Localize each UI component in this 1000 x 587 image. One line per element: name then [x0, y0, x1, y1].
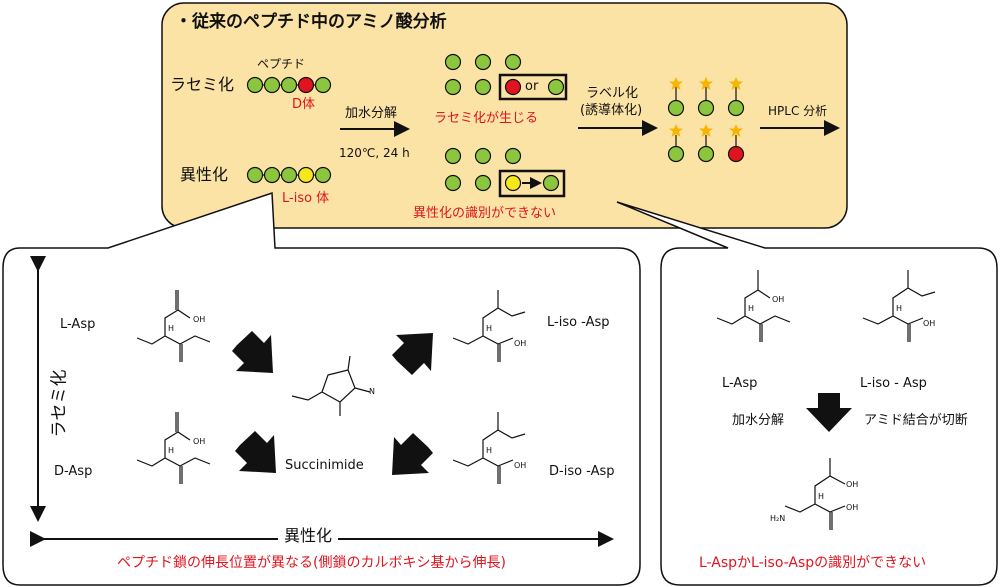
cannot-identify-iso-label: 異性化の識別ができない — [413, 206, 557, 221]
oh-label: OH — [846, 503, 859, 512]
hydrolysis-label: 加水分解 — [345, 106, 398, 121]
l-iso-asp-label: L-iso -Asp — [547, 315, 610, 330]
structure-free-asp — [784, 458, 846, 530]
derivatization-label: (誘導体化) — [580, 103, 643, 118]
right-l-asp-label: L-Asp — [722, 376, 758, 391]
isomerization-axis-label: 異性化 — [278, 528, 339, 544]
oh-label: OH — [193, 437, 206, 446]
peptide-chain-isomerization — [246, 166, 332, 184]
free-amino-acids-isomerization — [444, 147, 560, 192]
free-amino-acids-racemization — [444, 53, 565, 96]
oh-label: OH — [772, 295, 785, 304]
h-label: H — [748, 304, 755, 313]
right-l-iso-asp-label: L-iso - Asp — [860, 376, 927, 391]
d-iso-asp-label: D-iso -Asp — [549, 464, 615, 479]
hplc-label: HPLC 分析 — [768, 104, 828, 118]
peptide-chain-racemization — [246, 76, 332, 94]
succinimide-label: Succinimide — [285, 458, 364, 473]
structure-d-iso-asp — [452, 412, 526, 484]
h-label: H — [896, 304, 903, 313]
block-arrows — [232, 331, 852, 475]
peptide-label: ペプチド — [257, 57, 306, 71]
block-arrow-succ-to-d — [235, 431, 276, 473]
structure-d-asp — [136, 412, 211, 484]
l-iso-form-label: L-iso 体 — [282, 191, 330, 206]
isomerization-label: 異性化 — [180, 165, 229, 184]
structure-right-l-iso-asp — [862, 270, 936, 342]
labeled-amino-acids — [667, 87, 745, 163]
conditions-label: 120℃, 24 h — [339, 146, 410, 160]
structure-l-iso-asp — [452, 290, 526, 362]
h-label: H — [486, 324, 493, 333]
block-arrow-l-to-succ — [232, 331, 273, 373]
structure-succinimide — [291, 355, 371, 416]
n-label: N — [369, 387, 375, 396]
or-box — [498, 73, 568, 101]
left-caption: ペプチド鎖の伸長位置が異なる(側鎖のカルボキシ基から伸長) — [117, 555, 506, 571]
oh-label: OH — [923, 319, 936, 328]
oh-label: OH — [514, 339, 527, 348]
labeling-label: ラベル化 — [586, 86, 639, 101]
left-panel — [2, 191, 641, 586]
h-label: H — [168, 324, 175, 333]
block-arrow-hydrolysis — [806, 393, 852, 432]
right-hydrolysis-label: 加水分解 — [732, 413, 785, 428]
right-caption: L-AspかL-iso-Aspの識別ができない — [699, 555, 927, 571]
l-asp-label: L-Asp — [60, 317, 96, 332]
block-arrow-succ-to-diso — [392, 433, 433, 475]
d-form-label: D体 — [292, 97, 316, 112]
structure-right-l-asp — [716, 270, 791, 342]
block-arrow-succ-to-liso — [392, 333, 433, 375]
structure-l-asp — [136, 290, 211, 362]
oh-label: OH — [514, 461, 527, 470]
racemization-occurs-label: ラセミ化が生じる — [434, 111, 539, 126]
amide-cleavage-label: アミド結合が切断 — [864, 413, 968, 428]
h-label: H — [818, 492, 825, 501]
h2n-label: H₂N — [770, 514, 786, 523]
h-label: H — [168, 446, 175, 455]
top-panel — [161, 2, 848, 229]
or-label: or — [525, 79, 539, 94]
d-asp-label: D-Asp — [54, 464, 93, 479]
oh-label: OH — [846, 480, 859, 489]
title: ・従来のペプチド中のアミノ酸分析 — [175, 12, 447, 32]
iso-box — [498, 169, 566, 198]
h-label: H — [486, 446, 493, 455]
right-panel — [616, 201, 998, 586]
racemization-axis-label: ラセミ化 — [49, 369, 70, 438]
racemization-label: ラセミ化 — [170, 75, 235, 94]
oh-label: OH — [193, 315, 206, 324]
